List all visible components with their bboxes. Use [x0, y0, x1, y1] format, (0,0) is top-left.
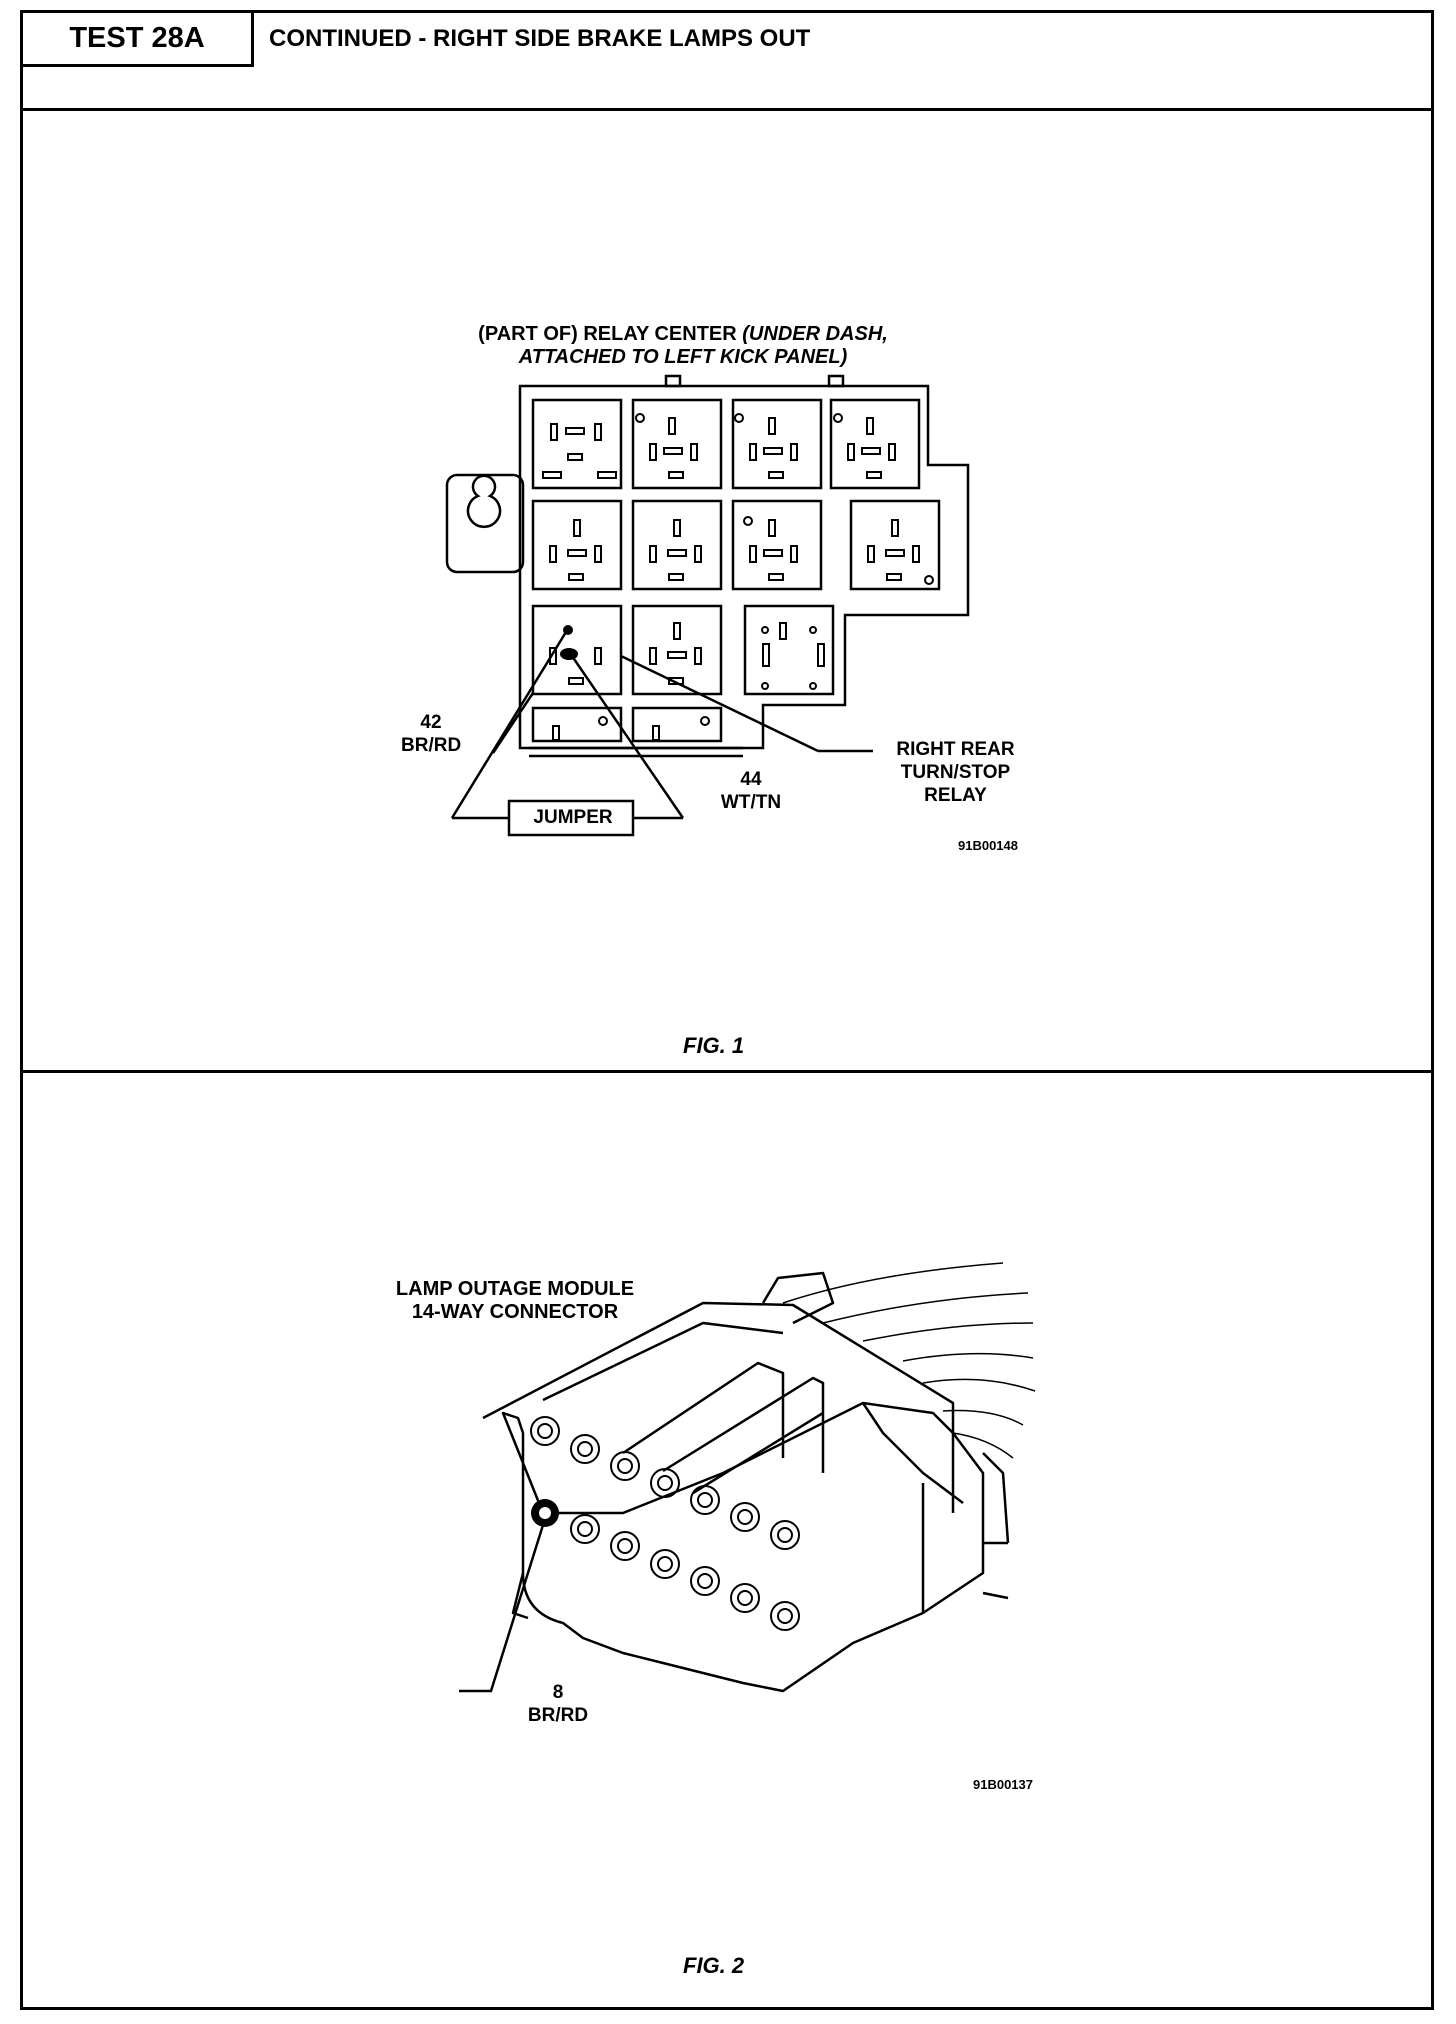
figure-2-caption: FIG. 2 [683, 1953, 745, 1978]
page-header: TEST 28A CONTINUED - RIGHT SIDE BRAKE LA… [23, 13, 1431, 111]
jumper-label: JUMPER [533, 807, 613, 828]
relay-center-diagram [445, 374, 970, 837]
test-page: TEST 28A CONTINUED - RIGHT SIDE BRAKE LA… [20, 10, 1434, 2010]
connector-diagram [459, 1262, 1036, 1693]
page-title: CONTINUED - RIGHT SIDE BRAKE LAMPS OUT [269, 25, 811, 52]
figure-1-code: 91B00148 [958, 838, 1018, 853]
figure-2-code: 91B00137 [973, 1777, 1033, 1792]
test-id: TEST 28A [23, 13, 254, 67]
relay-center-title: (PART OF) RELAY CENTER (UNDER DASH, ATTA… [478, 323, 888, 368]
figure-1-caption: FIG. 1 [683, 1033, 745, 1058]
figure-1-panel: (PART OF) RELAY CENTER (UNDER DASH, ATTA… [23, 108, 1431, 1073]
